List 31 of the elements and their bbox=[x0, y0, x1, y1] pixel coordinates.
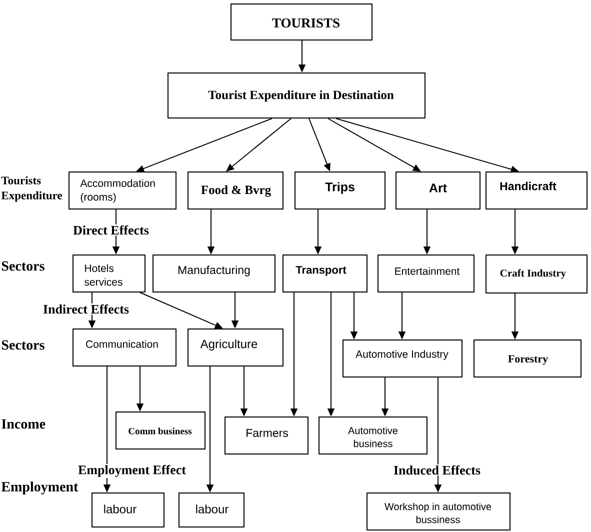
flow-box: Tourist Expenditure in Destination bbox=[168, 72, 426, 118]
edge-label: Employment Effect bbox=[77, 464, 187, 478]
flow-box: Workshop in automotive bussiness bbox=[366, 492, 510, 530]
flow-box: Craft Industry bbox=[486, 254, 588, 294]
flow-box: Forestry bbox=[474, 340, 582, 378]
flow-box: Automotive business bbox=[318, 416, 428, 454]
flow-box: Communication bbox=[72, 328, 176, 366]
edge-label: Direct Effects bbox=[72, 224, 150, 236]
row-label: Income bbox=[2, 419, 46, 429]
flow-box: labour bbox=[92, 492, 164, 528]
flow-box: TOURISTS bbox=[230, 4, 372, 40]
row-label: Sectors bbox=[2, 261, 44, 271]
flow-box: labour bbox=[178, 492, 244, 528]
row-label: Employment bbox=[1, 482, 78, 494]
flow-box: Transport bbox=[282, 254, 368, 292]
flow-box: Farmers bbox=[224, 416, 308, 454]
flow-box: Art bbox=[396, 172, 480, 210]
arrow bbox=[226, 118, 292, 172]
row-label: Sectors bbox=[2, 340, 44, 350]
flow-box: Manufacturing bbox=[152, 254, 276, 292]
edge-label: Indirect Effects bbox=[42, 303, 130, 315]
flow-box: Comm business bbox=[116, 412, 206, 450]
flow-box: Hotels services bbox=[72, 254, 146, 292]
flow-box: Entertainment bbox=[378, 254, 474, 292]
flow-box: Trips bbox=[294, 172, 386, 210]
flow-box: Automotive Industry bbox=[342, 340, 462, 378]
flow-box: Handicraft bbox=[486, 172, 588, 210]
edge-label: Induced Effects bbox=[392, 464, 482, 476]
flow-box: Food & Bvrg bbox=[188, 172, 284, 210]
flow-box: Agriculture bbox=[188, 328, 284, 366]
flow-box: Accommodation (rooms) bbox=[68, 172, 176, 210]
